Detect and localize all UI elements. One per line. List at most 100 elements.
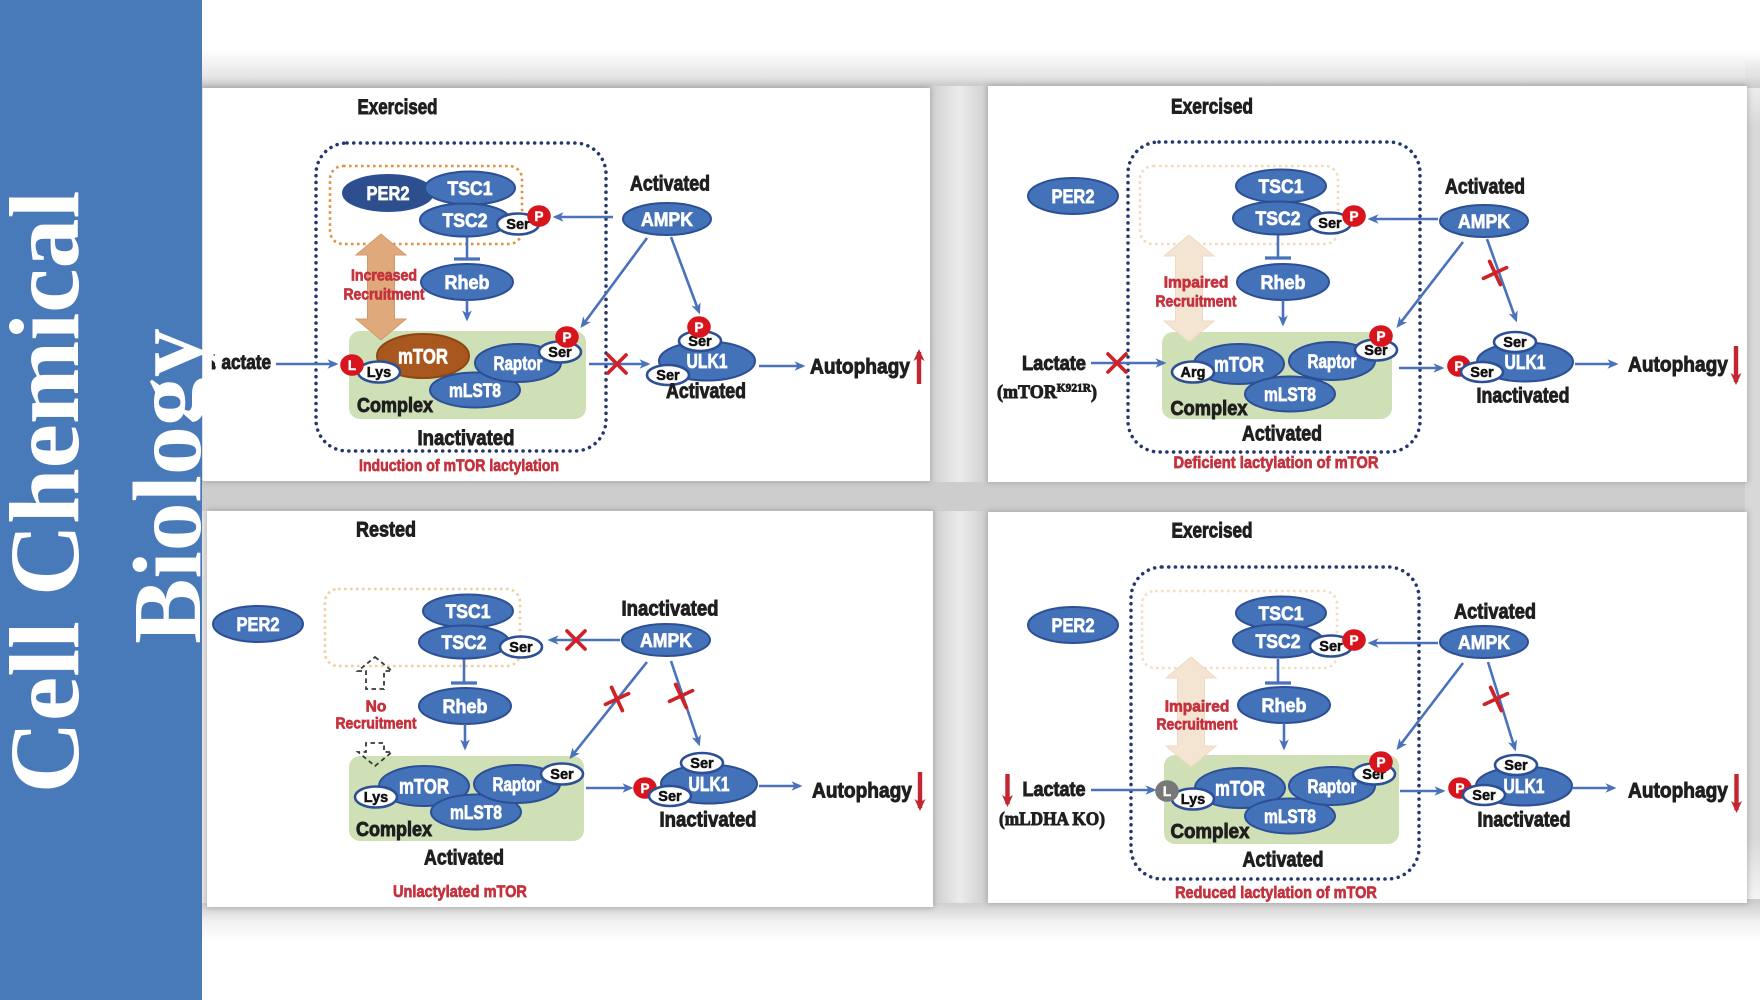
svg-text:Arg: Arg bbox=[1181, 365, 1206, 381]
svg-text:TSC2: TSC2 bbox=[1256, 207, 1301, 229]
svg-text:ULK1: ULK1 bbox=[1504, 775, 1545, 797]
svg-text:Complex: Complex bbox=[357, 395, 433, 417]
svg-text:Lactate: Lactate bbox=[211, 351, 271, 374]
svg-text:(mLDHA KO): (mLDHA KO) bbox=[999, 808, 1105, 830]
svg-text:Activated: Activated bbox=[630, 172, 710, 196]
svg-text:Ser: Ser bbox=[1364, 343, 1388, 359]
svg-text:PER2: PER2 bbox=[237, 614, 280, 635]
svg-text:Ser: Ser bbox=[550, 767, 574, 783]
svg-text:Ser: Ser bbox=[1472, 788, 1496, 804]
svg-text:P: P bbox=[1455, 781, 1464, 796]
svg-text:Lys: Lys bbox=[364, 790, 388, 806]
svg-text:mTOR: mTOR bbox=[1214, 354, 1264, 377]
svg-text:P: P bbox=[534, 209, 543, 224]
svg-text:Complex: Complex bbox=[356, 819, 432, 841]
svg-text:Recruitment: Recruitment bbox=[336, 716, 417, 733]
svg-text:AMPK: AMPK bbox=[1458, 631, 1511, 653]
svg-text:Induction of mTOR lactylation: Induction of mTOR lactylation bbox=[359, 457, 559, 475]
svg-text:TSC2: TSC2 bbox=[443, 209, 488, 231]
svg-text:Ser: Ser bbox=[1319, 639, 1343, 655]
svg-text:Increased: Increased bbox=[351, 268, 417, 285]
svg-text:Autophagy: Autophagy bbox=[810, 356, 911, 379]
svg-text:Lys: Lys bbox=[1181, 792, 1205, 808]
svg-text:Recruitment: Recruitment bbox=[1157, 717, 1238, 734]
svg-text:Rheb: Rheb bbox=[1261, 694, 1306, 716]
svg-text:ULK1: ULK1 bbox=[689, 773, 730, 795]
svg-text:P: P bbox=[1454, 359, 1463, 374]
svg-text:TSC1: TSC1 bbox=[446, 600, 491, 622]
svg-text:Activated: Activated bbox=[424, 846, 504, 870]
svg-text:Autophagy: Autophagy bbox=[812, 780, 913, 803]
svg-text:Raptor: Raptor bbox=[493, 773, 542, 795]
svg-text:ULK1: ULK1 bbox=[1505, 351, 1546, 373]
svg-text:Ser: Ser bbox=[658, 789, 682, 805]
svg-text:PER2: PER2 bbox=[1051, 615, 1094, 636]
svg-text:Rheb: Rheb bbox=[443, 695, 488, 717]
svg-text:P: P bbox=[1376, 329, 1385, 344]
svg-text:Activated: Activated bbox=[1242, 848, 1323, 872]
svg-text:Ser: Ser bbox=[1504, 758, 1528, 774]
svg-text:Unlactylated mTOR: Unlactylated mTOR bbox=[393, 883, 527, 901]
svg-text:Deficient lactylation of mTOR: Deficient lactylation of mTOR bbox=[1174, 454, 1379, 472]
svg-text:TSC1: TSC1 bbox=[1259, 175, 1304, 197]
svg-text:Exercised: Exercised bbox=[1171, 96, 1253, 119]
svg-text:mLST8: mLST8 bbox=[1264, 383, 1316, 405]
svg-text:mTOR: mTOR bbox=[399, 776, 449, 799]
svg-text:TSC2: TSC2 bbox=[1256, 630, 1301, 652]
svg-text:Rested: Rested bbox=[356, 518, 416, 542]
svg-text:TSC1: TSC1 bbox=[1259, 602, 1304, 624]
svg-text:Ser: Ser bbox=[690, 756, 714, 772]
svg-text:Ser: Ser bbox=[1503, 335, 1527, 351]
svg-text:Ser: Ser bbox=[509, 640, 533, 656]
svg-text:TSC1: TSC1 bbox=[448, 177, 493, 199]
svg-text:Autophagy: Autophagy bbox=[1628, 780, 1729, 803]
svg-text:Lys: Lys bbox=[367, 365, 391, 381]
svg-text:AMPK: AMPK bbox=[640, 629, 693, 651]
svg-text:Activated: Activated bbox=[1454, 600, 1536, 624]
svg-text:Recruitment: Recruitment bbox=[1156, 294, 1237, 311]
svg-text:No: No bbox=[366, 699, 387, 716]
svg-text:Ser: Ser bbox=[656, 368, 680, 384]
svg-text:P: P bbox=[562, 330, 571, 345]
svg-text:Activated: Activated bbox=[666, 380, 746, 404]
svg-text:P: P bbox=[640, 781, 649, 796]
svg-text:Complex: Complex bbox=[1171, 398, 1248, 420]
svg-text:Exercised: Exercised bbox=[1172, 520, 1253, 543]
svg-text:Activated: Activated bbox=[1242, 422, 1322, 446]
svg-text:Recruitment: Recruitment bbox=[344, 287, 425, 304]
svg-text:Inactivated: Inactivated bbox=[1478, 808, 1571, 832]
svg-text:Raptor: Raptor bbox=[494, 352, 543, 374]
svg-text:Lactate: Lactate bbox=[1022, 353, 1086, 375]
svg-text:TSC2: TSC2 bbox=[442, 631, 487, 653]
svg-text:PER2: PER2 bbox=[1051, 186, 1094, 207]
svg-text:Inactivated: Inactivated bbox=[660, 809, 757, 832]
svg-text:L: L bbox=[1163, 784, 1171, 799]
svg-text:Rheb: Rheb bbox=[445, 271, 490, 293]
svg-text:ULK1: ULK1 bbox=[687, 350, 728, 372]
svg-text:Inactivated: Inactivated bbox=[418, 427, 515, 450]
svg-text:P: P bbox=[1349, 633, 1358, 648]
svg-text:Raptor: Raptor bbox=[1308, 350, 1357, 372]
svg-text:L: L bbox=[348, 358, 356, 373]
svg-text:Inactivated: Inactivated bbox=[622, 598, 719, 621]
svg-text:Autophagy: Autophagy bbox=[1628, 354, 1729, 377]
svg-text:Lactate: Lactate bbox=[1023, 779, 1086, 801]
svg-text:mLST8: mLST8 bbox=[1264, 805, 1316, 827]
svg-text:P: P bbox=[1376, 755, 1385, 770]
svg-text:Activated: Activated bbox=[1445, 175, 1525, 199]
svg-text:mLST8: mLST8 bbox=[450, 801, 502, 823]
svg-text:Rheb: Rheb bbox=[1260, 271, 1305, 293]
svg-text:PER2: PER2 bbox=[366, 183, 409, 204]
svg-text:mTOR: mTOR bbox=[398, 346, 448, 369]
svg-text:Impaired: Impaired bbox=[1165, 699, 1230, 716]
svg-text:(mTORK921R): (mTORK921R) bbox=[997, 381, 1097, 403]
svg-text:Ser: Ser bbox=[506, 217, 530, 233]
svg-text:mLST8: mLST8 bbox=[449, 379, 501, 401]
svg-text:Ser: Ser bbox=[1470, 365, 1494, 381]
svg-text:Reduced lactylation of mTOR: Reduced lactylation of mTOR bbox=[1175, 884, 1377, 902]
svg-text:Exercised: Exercised bbox=[358, 96, 438, 119]
svg-text:P: P bbox=[1349, 209, 1358, 224]
svg-text:Ser: Ser bbox=[548, 345, 572, 361]
svg-text:AMPK: AMPK bbox=[641, 208, 694, 230]
svg-text:P: P bbox=[694, 320, 703, 335]
